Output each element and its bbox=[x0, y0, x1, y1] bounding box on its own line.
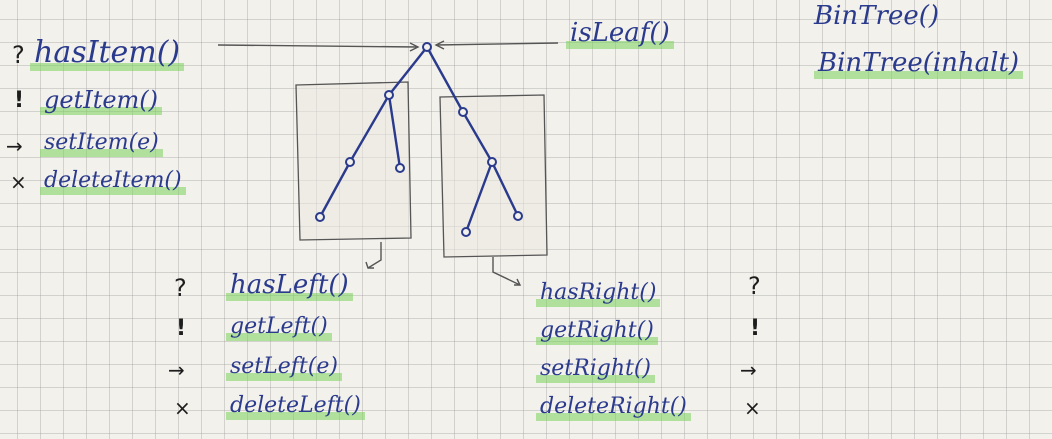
edge-root-left bbox=[387, 45, 429, 97]
sym-get: ! bbox=[14, 88, 25, 113]
node-left-inner bbox=[345, 157, 355, 167]
arrow-hasitem-to-root bbox=[217, 44, 419, 48]
node-right-leaf-2 bbox=[513, 211, 523, 221]
edge-left-a bbox=[348, 93, 391, 164]
edge-left-b bbox=[387, 93, 402, 170]
constructor-with-content: BinTree(inhalt) bbox=[814, 50, 1024, 79]
method-setleft: setLeft(e) bbox=[226, 356, 342, 381]
node-root bbox=[422, 42, 432, 52]
edge-right-c bbox=[490, 160, 520, 218]
edge-right-b bbox=[464, 160, 494, 234]
node-left-leaf-2 bbox=[315, 212, 325, 222]
node-right-inner bbox=[487, 157, 497, 167]
method-hasitem: hasItem() bbox=[30, 38, 185, 71]
method-deleteright: deleteRight() bbox=[536, 396, 691, 421]
method-deleteitem: deleteItem() bbox=[40, 170, 186, 195]
method-getright: getRight() bbox=[536, 320, 658, 345]
edge-left-c bbox=[318, 160, 352, 219]
method-setitem: setItem(e) bbox=[40, 132, 163, 157]
right-subtree-box bbox=[439, 94, 548, 258]
method-getitem: getItem() bbox=[40, 88, 163, 115]
node-left-leaf-1 bbox=[395, 163, 405, 173]
method-hasleft: hasLeft() bbox=[226, 272, 353, 301]
sym-get-left: ! bbox=[176, 316, 187, 341]
sym-set: → bbox=[6, 134, 23, 158]
sym-delete-right: × bbox=[744, 396, 761, 420]
edge-right-a bbox=[461, 110, 494, 164]
sym-set-left: → bbox=[168, 358, 185, 382]
method-setright: setRight() bbox=[536, 358, 656, 383]
node-left bbox=[384, 90, 394, 100]
sym-delete: × bbox=[10, 170, 27, 194]
sym-has: ? bbox=[12, 41, 25, 69]
method-hasright: hasRight() bbox=[536, 282, 661, 307]
label-isleaf: isLeaf() bbox=[566, 20, 674, 49]
sym-set-right: → bbox=[740, 358, 757, 382]
sym-delete-left: × bbox=[174, 396, 191, 420]
node-right-leaf-1 bbox=[461, 227, 471, 237]
constructor-default: BinTree() bbox=[814, 1, 939, 31]
sym-has-left: ? bbox=[174, 274, 187, 302]
sym-has-right: ? bbox=[748, 272, 761, 300]
node-right bbox=[458, 107, 468, 117]
arrow-right-box-to-group bbox=[492, 257, 521, 286]
method-deleteleft: deleteLeft() bbox=[226, 395, 365, 420]
arrow-left-box-to-group bbox=[367, 242, 382, 269]
edge-root-right bbox=[425, 45, 465, 114]
sym-get-right: ! bbox=[750, 316, 761, 341]
arrow-isleaf-to-root bbox=[435, 42, 559, 46]
method-getleft: getLeft() bbox=[226, 316, 332, 341]
